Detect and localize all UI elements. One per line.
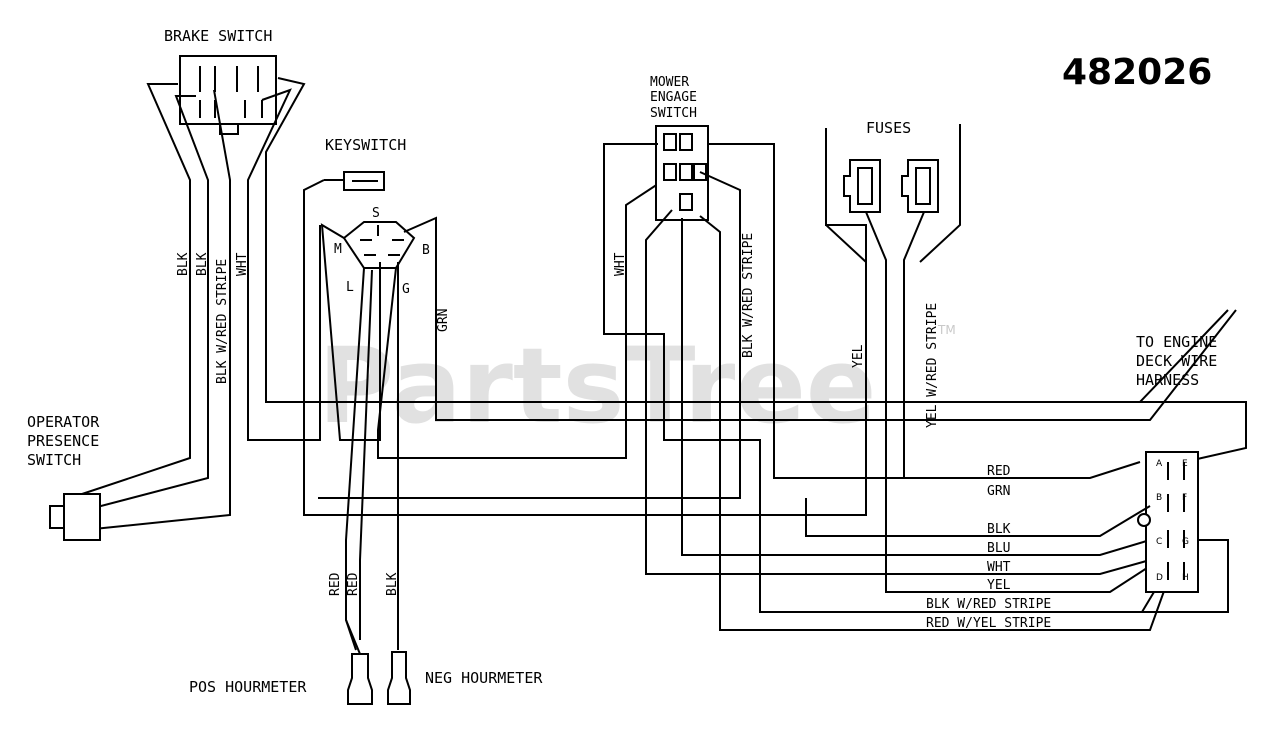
pos-hourmeter-terminal [347, 653, 373, 705]
engine-label-3: HARNESS [1136, 371, 1199, 389]
wire-brake-wht [265, 77, 1229, 403]
brake-switch-label: BRAKE SWITCH [164, 27, 272, 45]
keyswitch-label: KEYSWITCH [325, 136, 406, 154]
engine-deck-connector [1137, 451, 1199, 593]
wire-brake-aux [247, 88, 321, 441]
engine-label-2: DECK WIRE [1136, 352, 1217, 370]
wire-label-engage-wht: WHT [613, 252, 628, 276]
pin-d: D [1156, 573, 1163, 583]
wire-brake-blk-1 [63, 83, 191, 501]
wire-engine-e [1140, 401, 1247, 463]
wire-engage-bot2 [699, 215, 1169, 631]
harness-label-blu: BLU [987, 541, 1010, 556]
watermark-tm: TM [937, 323, 956, 337]
diagram-number: 482026 [1062, 52, 1212, 93]
keyswitch [342, 221, 416, 269]
wire-label-blk-2: BLK [195, 252, 210, 276]
keyswitch-terminal-g: G [402, 282, 410, 297]
keyswitch-terminal-b: B [422, 243, 430, 258]
wire-label-hour-red-1: RED [328, 572, 343, 596]
mower-engage-label-3: SWITCH [650, 106, 697, 121]
wire-fuse-yel-red [903, 211, 1090, 479]
operator-presence-switch [49, 493, 101, 541]
pos-hourmeter-label: POS HOURMETER [189, 678, 307, 696]
wire-label-wht: WHT [235, 252, 250, 276]
harness-label-blk-red: BLK W/RED STRIPE [926, 597, 1051, 612]
keyswitch-terminal-m: M [334, 242, 342, 257]
wire-engage-bot1 [681, 218, 1151, 556]
wire-engage-wht [603, 143, 1161, 613]
fuses [825, 124, 961, 263]
wire-key-red2 [359, 269, 373, 640]
pin-a: A [1156, 459, 1163, 469]
wire-engage-bot3 [645, 209, 1151, 575]
neg-hourmeter-label: NEG HOURMETER [425, 669, 543, 687]
pin-e: E [1182, 459, 1188, 469]
wire-harness-blk [805, 498, 1151, 537]
wire-fuse-yel [865, 211, 1151, 593]
wire-key-l [345, 267, 365, 651]
mower-engage-label-1: MOWER [650, 75, 689, 90]
harness-label-grn: GRN [987, 484, 1010, 499]
wire-label-engage-blk-red: BLK W/RED STRIPE [741, 233, 756, 358]
wire-engage-blk-red [318, 171, 741, 499]
harness-label-red: RED [987, 464, 1011, 479]
wire-label-hour-red-2: RED [346, 572, 361, 596]
operator-label-1: OPERATOR [27, 413, 100, 431]
mower-engage-switch [655, 125, 709, 221]
harness-label-yel: YEL [987, 578, 1011, 593]
wire-engine-g [1142, 539, 1229, 613]
neg-hourmeter-terminal [387, 651, 411, 705]
harness-label-wht: WHT [987, 560, 1011, 575]
brake-switch [179, 55, 277, 135]
pin-b: B [1156, 493, 1162, 503]
wire-key-g [377, 179, 665, 459]
engine-label-1: TO ENGINE [1136, 333, 1217, 351]
wire-label-blk-1: BLK [176, 252, 191, 276]
fuses-label: FUSES [866, 119, 911, 137]
pin-h: H [1182, 573, 1189, 583]
harness-label-blk: BLK [987, 522, 1011, 537]
wire-engage-right [708, 143, 1141, 479]
wire-brake-blk-2 [77, 95, 209, 513]
operator-label-2: PRESENCE [27, 432, 99, 450]
wire-label-blk-red: BLK W/RED STRIPE [215, 259, 230, 384]
wire-label-grn: GRN [436, 309, 451, 332]
wire-label-hour-blk: BLK [385, 572, 400, 596]
wire-brake-blk-red [83, 89, 231, 531]
keyswitch-terminal-s: S [372, 206, 380, 221]
pin-g: G [1182, 537, 1189, 547]
pin-c: C [1156, 537, 1162, 547]
harness-label-red-yel: RED W/YEL STRIPE [926, 616, 1051, 631]
wire-label-fuse-yel: YEL [851, 344, 866, 368]
wire-key-m [320, 223, 381, 441]
wire-label-fuse-yel-red: YEL W/RED STRIPE [925, 303, 940, 428]
wire-hour-red [345, 619, 361, 655]
operator-label-3: SWITCH [27, 451, 81, 469]
pin-f: F [1182, 493, 1187, 503]
keyswitch-terminal-l: L [346, 280, 354, 295]
watermark: PartsTree [318, 325, 876, 447]
mower-engage-label-2: ENGAGE [650, 90, 697, 105]
keyswitch-connector [324, 171, 385, 191]
